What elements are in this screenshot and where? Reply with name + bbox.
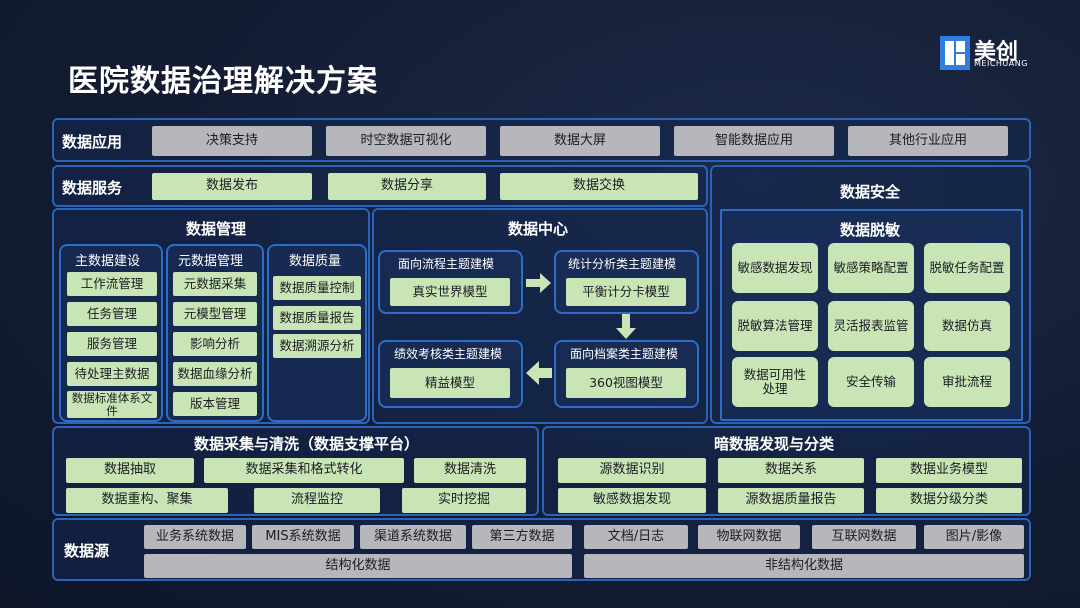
metadata-group: 元数据管理 元数据采集 元模型管理 影响分析 数据血缘分析 版本管理: [166, 244, 264, 422]
statistics-modeling-item: 平衡计分卡模型: [566, 278, 686, 306]
collect-item: 数据重构、聚集: [66, 488, 228, 513]
logo-name: 美创: [974, 40, 1019, 65]
dark-item: 敏感数据发现: [558, 488, 706, 513]
meta-item: 版本管理: [173, 392, 257, 416]
structured-source-item: 第三方数据: [472, 525, 572, 549]
quality-item: 数据溯源分析: [273, 334, 361, 358]
data-center-title: 数据中心: [508, 220, 569, 238]
data-application-panel: 数据应用 决策支持 时空数据可视化 数据大屏 智能数据应用 其他行业应用: [52, 118, 1031, 162]
meta-item: 影响分析: [173, 332, 257, 356]
data-source-panel: 数据源 业务系统数据 MIS系统数据 渠道系统数据 第三方数据 文档/日志 物联…: [52, 518, 1031, 581]
app-item: 其他行业应用: [848, 126, 1008, 156]
desensitization-title: 数据脱敏: [840, 221, 901, 239]
meta-item: 元模型管理: [173, 302, 257, 326]
data-security-panel: 数据安全 数据脱敏 敏感数据发现 敏感策略配置 脱敏任务配置 脱敏算法管理 灵活…: [710, 165, 1031, 424]
master-item: 服务管理: [67, 332, 157, 356]
data-management-panel: 数据管理 主数据建设 工作流管理 任务管理 服务管理 待处理主数据 数据标准体系…: [52, 208, 370, 424]
collect-item: 数据清洗: [414, 458, 526, 483]
app-item: 数据大屏: [500, 126, 660, 156]
data-service-title: 数据服务: [62, 179, 123, 197]
collect-item: 流程监控: [254, 488, 380, 513]
security-item: 脱敏任务配置: [924, 243, 1010, 293]
security-item: 数据仿真: [924, 301, 1010, 351]
unstructured-data-bar: 非结构化数据: [584, 554, 1024, 578]
data-application-title: 数据应用: [62, 133, 123, 151]
unstructured-source-item: 图片/影像: [924, 525, 1024, 549]
performance-modeling-title: 绩效考核类主题建模: [394, 347, 503, 361]
data-collection-title: 数据采集与清洗（数据支撑平台）: [194, 435, 420, 453]
dark-item: 数据分级分类: [876, 488, 1022, 513]
collect-item: 数据采集和格式转化: [204, 458, 404, 483]
arrow-down-icon: [616, 314, 636, 339]
desensitization-group: 数据脱敏 敏感数据发现 敏感策略配置 脱敏任务配置 脱敏算法管理 灵活报表监管 …: [720, 209, 1023, 421]
service-item: 数据交换: [500, 173, 698, 200]
app-item: 决策支持: [152, 126, 312, 156]
meichuang-logo-icon: [940, 36, 970, 70]
dark-item: 数据业务模型: [876, 458, 1022, 483]
structured-source-item: MIS系统数据: [252, 525, 354, 549]
structured-source-item: 业务系统数据: [144, 525, 246, 549]
process-modeling-item: 真实世界模型: [390, 278, 510, 306]
archive-modeling-item: 360视图模型: [566, 368, 686, 398]
structured-data-bar: 结构化数据: [144, 554, 572, 578]
security-item: 敏感策略配置: [828, 243, 914, 293]
archive-modeling-title: 面向档案类主题建模: [570, 347, 679, 361]
security-item: 灵活报表监管: [828, 301, 914, 351]
logo: 美创 MEICHUANG: [940, 36, 1050, 72]
collect-item: 实时挖掘: [402, 488, 526, 513]
quality-item: 数据质量控制: [273, 276, 361, 300]
dark-item: 源数据识别: [558, 458, 706, 483]
service-item: 数据发布: [152, 173, 312, 200]
data-management-title: 数据管理: [186, 220, 247, 238]
data-collection-panel: 数据采集与清洗（数据支撑平台） 数据抽取 数据采集和格式转化 数据清洗 数据重构…: [52, 426, 539, 516]
metadata-title: 元数据管理: [178, 254, 244, 269]
security-item: 安全传输: [828, 357, 914, 407]
data-service-panel: 数据服务 数据发布 数据分享 数据交换: [52, 165, 708, 207]
logo-subtitle: MEICHUANG: [974, 59, 1028, 68]
master-item: 任务管理: [67, 302, 157, 326]
statistics-modeling-title: 统计分析类主题建模: [568, 257, 677, 271]
quality-item: 数据质量报告: [273, 306, 361, 330]
unstructured-source-item: 物联网数据: [698, 525, 800, 549]
data-center-panel: 数据中心 面向流程主题建模 真实世界模型 统计分析类主题建模 平衡计分卡模型 绩…: [372, 208, 708, 424]
archive-modeling-block: 面向档案类主题建模 360视图模型: [554, 340, 699, 408]
dark-data-panel: 暗数据发现与分类 源数据识别 数据关系 数据业务模型 敏感数据发现 源数据质量报…: [542, 426, 1031, 516]
app-item: 时空数据可视化: [326, 126, 486, 156]
master-item: 工作流管理: [67, 272, 157, 296]
collect-item: 数据抽取: [66, 458, 194, 483]
security-item: 敏感数据发现: [732, 243, 818, 293]
arrow-left-icon: [526, 361, 552, 385]
master-item: 待处理主数据: [67, 362, 157, 386]
dark-item: 源数据质量报告: [718, 488, 864, 513]
security-item: 脱敏算法管理: [732, 301, 818, 351]
master-data-title: 主数据建设: [75, 254, 141, 269]
security-item: 数据可用性处理: [732, 357, 818, 407]
unstructured-source-item: 互联网数据: [812, 525, 916, 549]
data-security-title: 数据安全: [840, 183, 901, 201]
meta-item: 数据血缘分析: [173, 362, 257, 386]
performance-modeling-item: 精益模型: [390, 368, 510, 398]
data-quality-group: 数据质量 数据质量控制 数据质量报告 数据溯源分析: [267, 244, 367, 422]
meta-item: 元数据采集: [173, 272, 257, 296]
process-modeling-block: 面向流程主题建模 真实世界模型: [378, 250, 523, 314]
process-modeling-title: 面向流程主题建模: [398, 257, 495, 271]
dark-item: 数据关系: [718, 458, 864, 483]
master-data-group: 主数据建设 工作流管理 任务管理 服务管理 待处理主数据 数据标准体系文件: [59, 244, 163, 422]
performance-modeling-block: 绩效考核类主题建模 精益模型: [378, 340, 523, 408]
security-item: 审批流程: [924, 357, 1010, 407]
dark-data-title: 暗数据发现与分类: [714, 435, 835, 453]
structured-source-item: 渠道系统数据: [360, 525, 466, 549]
service-item: 数据分享: [328, 173, 486, 200]
unstructured-source-item: 文档/日志: [584, 525, 688, 549]
statistics-modeling-block: 统计分析类主题建模 平衡计分卡模型: [554, 250, 699, 314]
app-item: 智能数据应用: [674, 126, 834, 156]
data-quality-title: 数据质量: [289, 254, 342, 269]
data-source-title: 数据源: [64, 542, 110, 560]
arrow-right-icon: [526, 273, 551, 293]
master-item: 数据标准体系文件: [67, 391, 157, 418]
page-title: 医院数据治理解决方案: [68, 64, 378, 99]
